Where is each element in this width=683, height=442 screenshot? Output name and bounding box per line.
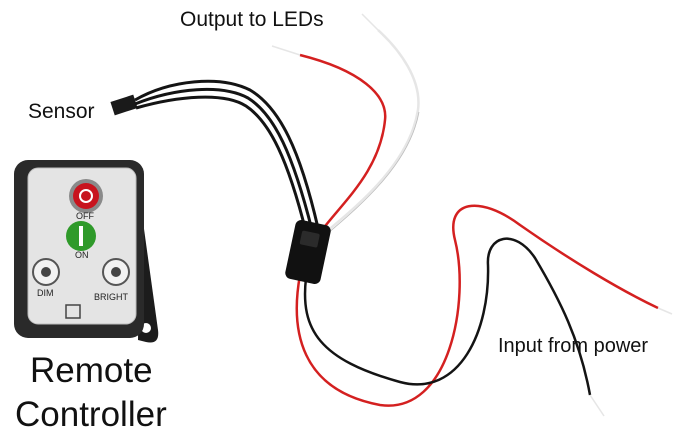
bulb-dim-icon [41, 267, 51, 277]
sensor-label: Sensor [28, 100, 95, 123]
sensor-cable [110, 79, 320, 233]
power-off-icon [79, 189, 93, 203]
power-on-icon [79, 226, 83, 246]
off-label: OFF [76, 211, 94, 221]
controller-box [285, 220, 331, 284]
bulb-bright-icon [111, 267, 121, 277]
on-label: ON [75, 250, 89, 260]
remote-controller-title-line2: Controller [15, 395, 167, 434]
input-wires [295, 204, 673, 417]
remote-controller [14, 160, 159, 343]
off-button[interactable] [73, 183, 99, 209]
sensor-connector [110, 94, 138, 116]
controller-box-label [299, 230, 320, 248]
output-label: Output to LEDs [180, 8, 324, 31]
input-label: Input from power [498, 335, 649, 357]
dim-label: DIM [37, 288, 54, 298]
remote-controller-title-line1: Remote [30, 351, 153, 390]
logo-icon [65, 304, 81, 319]
bright-label: BRIGHT [94, 292, 129, 302]
output-wires [271, 13, 420, 235]
